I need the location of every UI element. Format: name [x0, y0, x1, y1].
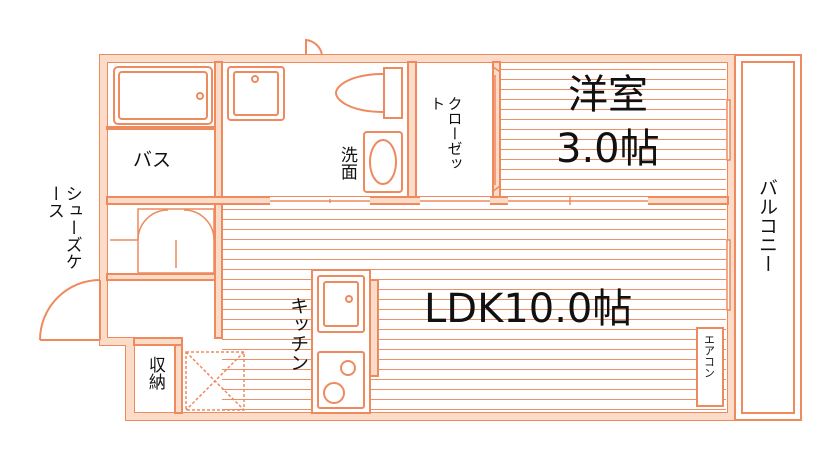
entrance-door	[39, 279, 101, 341]
ldk-floor	[222, 206, 726, 410]
toilet	[334, 67, 403, 119]
top-door-swing	[305, 38, 323, 56]
interior-walls	[106, 61, 729, 414]
bath-label: バス	[133, 149, 172, 171]
storage-label: 収納	[144, 356, 165, 390]
washroom-label: 洗面	[336, 146, 357, 180]
air-conditioner-unit	[696, 327, 724, 407]
balcony-label: バルコニー	[755, 178, 778, 273]
kitchen-counter	[311, 269, 379, 414]
wash-sink	[227, 66, 285, 121]
balcony-area	[734, 54, 802, 421]
ldk-label: LDK10.0帖	[424, 286, 633, 332]
kitchen-label: キッチン	[286, 296, 309, 372]
shoe-case-label: シューズケース	[43, 185, 82, 270]
bathtub	[113, 66, 213, 125]
western-room-floor	[500, 62, 726, 194]
western-room-name-label: 洋室	[568, 72, 648, 118]
shoe-case-doors	[110, 208, 215, 274]
air-conditioner-label: エアコン	[702, 334, 716, 378]
closet-label: クローゼット	[428, 96, 464, 171]
closet-doors	[491, 65, 501, 193]
washing-machine-pan	[363, 131, 403, 193]
windows	[726, 99, 731, 311]
western-room-size-label: 3.0帖	[556, 126, 660, 172]
storage-unit	[185, 351, 245, 411]
